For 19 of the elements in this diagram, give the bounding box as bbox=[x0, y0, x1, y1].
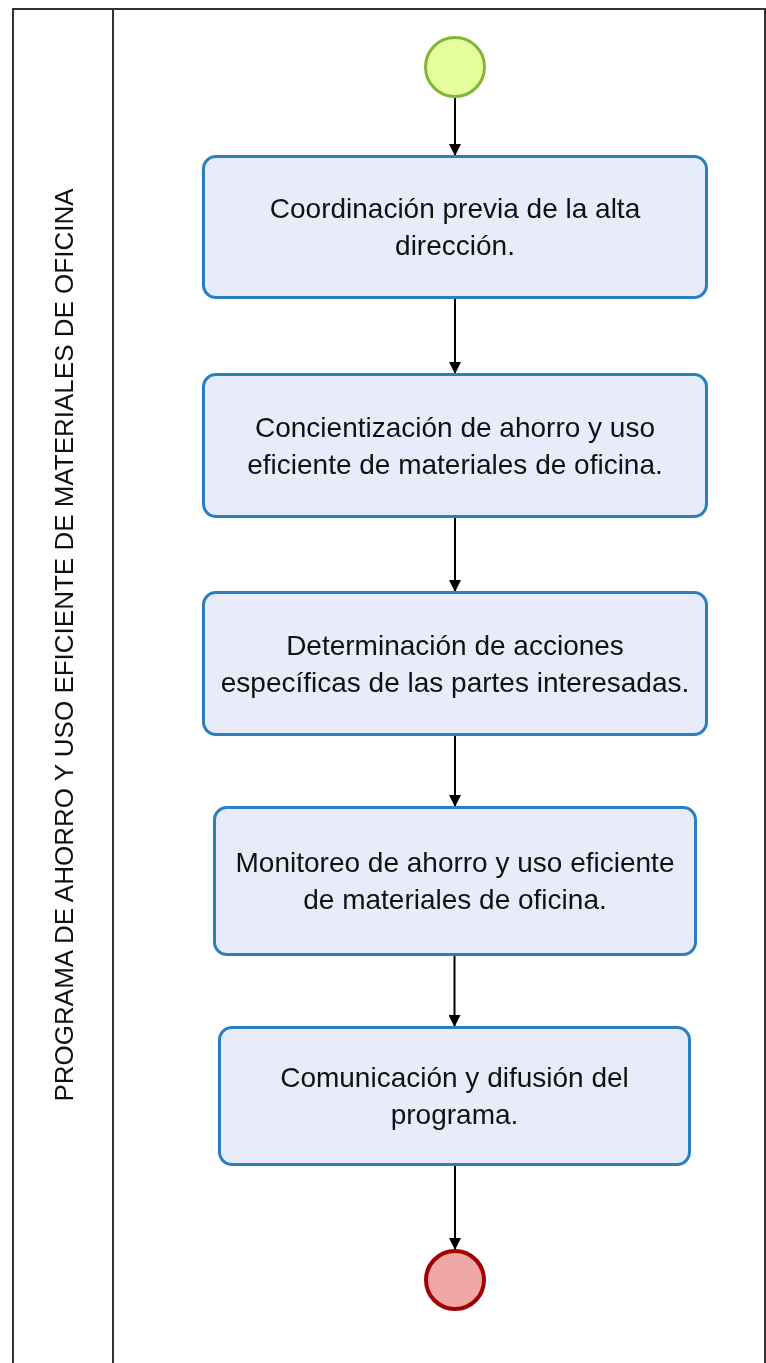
arrow bbox=[448, 955, 461, 1027]
task-box bbox=[202, 373, 708, 518]
task-box bbox=[213, 806, 697, 956]
arrow bbox=[449, 1165, 461, 1250]
task-label: Monitoreo de ahorro y uso eficiente de materiales de oficina. bbox=[234, 846, 676, 917]
task-box bbox=[202, 591, 708, 736]
pool-label: PROGRAMA DE AHORRO Y USO EFICIENTE DE MATERIALES DE OFICINA bbox=[48, 188, 80, 1102]
arrow bbox=[449, 97, 461, 156]
pool bbox=[12, 8, 766, 1363]
arrow bbox=[449, 298, 461, 374]
arrow bbox=[449, 517, 461, 592]
task-label: Coordinación previa de la alta dirección. bbox=[268, 192, 642, 263]
task-box bbox=[202, 155, 708, 299]
task-label: Concientización de ahorro y uso eficiente de materiales de oficina. bbox=[246, 410, 664, 482]
task-box bbox=[218, 1026, 691, 1166]
task-label: Comunicación y difusión del programa. bbox=[279, 1061, 630, 1132]
end-event-circle bbox=[424, 1249, 486, 1311]
task-label: Determinación de acciones específicas de las partes interesadas. bbox=[219, 628, 691, 700]
arrow bbox=[449, 735, 461, 807]
